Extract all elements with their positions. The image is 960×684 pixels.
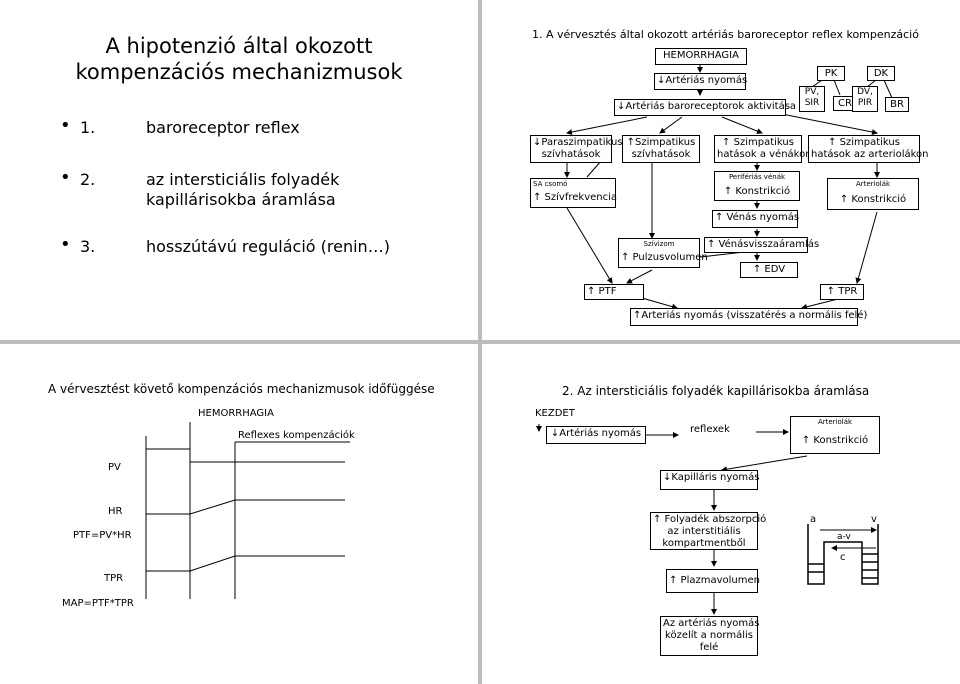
capillary-av-label: a-v — [837, 532, 851, 542]
vissza-line2: közelít a normális — [665, 630, 753, 641]
sa-node-box: SA csomó ↑ Szívfrekvencia — [530, 178, 618, 208]
pv-axis-label: PV — [108, 462, 121, 473]
hemorrhagia-label: HEMORRHAGIA — [198, 408, 274, 419]
slide-4-title: 2. Az intersticiális folyadék kapilláris… — [562, 384, 870, 398]
slide-3-time-course: A vérvesztést követő kompenzációs mechan… — [0, 344, 478, 684]
tpr-axis-label: TPR — [104, 573, 124, 584]
arterioles-box: Arteriolák ↑ Konstrikció — [827, 178, 919, 210]
item-2-text-line2: kapillárisokba áramlása — [146, 190, 336, 209]
szimp-art-line1: ↑ Szimpatikus — [828, 137, 900, 148]
konstrikcio-art-label: ↑ Konstrikció — [839, 194, 907, 205]
fluid-absorption-box: ↑ Folyadék abszorpció az interstitiális … — [650, 512, 767, 550]
item-2-text-line1: az intersticiális folyadék — [146, 170, 340, 189]
periferias-venak-label: Perifériás vénák — [728, 173, 786, 181]
slide-1-title-line1: A hipotenzió által okozott — [105, 34, 373, 58]
bullet-3: • — [60, 234, 71, 255]
map-formula-label: MAP=PTF*TPR — [62, 598, 134, 609]
szimp-art-line2: hatások az arteriolákon — [811, 149, 929, 160]
bullet-1: • — [60, 115, 71, 136]
capillary-pressure-box: ↓Kapilláris nyomás — [660, 470, 759, 490]
arterial-return-box: ↑Arteriás nyomás (visszatérés a normális… — [630, 308, 867, 326]
plasma-volume-box: ↑ Plazmavolumen — [666, 569, 760, 593]
vissza-line1: Az artériás nyomás — [663, 618, 760, 629]
ptf-formula-label: PTF=PV*HR — [73, 530, 132, 541]
szivfrekvencia-label: ↑ Szívfrekvencia — [533, 192, 618, 203]
konstrikcio-ven-label: ↑ Konstrikció — [723, 186, 791, 197]
para-line1: ↓Paraszimpatikus — [533, 137, 623, 148]
arterial-return-box-2: Az artériás nyomás közelít a normális fe… — [660, 616, 760, 656]
pv-trace — [146, 448, 345, 463]
arteriolak-label-2: Arteriolák — [817, 418, 853, 426]
szimp-sziv-line1: ↑Szimpatikus — [626, 137, 696, 148]
szimp-ven-line2: hatások a vénákon — [717, 149, 812, 160]
legend-dv-pir: DV, PIR — [852, 86, 878, 112]
capillary-diagram — [807, 524, 879, 585]
konstrikcio-label-2: ↑ Konstrikció — [801, 435, 869, 446]
item-3-text: hosszútávú reguláció (renin…) — [146, 237, 390, 256]
legend-pv-sir: PV, SIR — [799, 86, 825, 112]
peripheral-veins-box: Perifériás vénák ↑ Konstrikció — [714, 171, 800, 201]
ptf-box: ↑ PTF — [584, 284, 644, 300]
arterial-pressure-box: ↓Artériás nyomás — [546, 426, 646, 444]
parasympathetic-box: ↓Paraszimpatikus szívhatások — [530, 135, 623, 163]
folyadek-line2: az interstitiális — [667, 526, 741, 537]
reflexes-label: Reflexes kompenzációk — [238, 430, 355, 441]
legend-dv: DV, — [857, 87, 873, 97]
slide-3-title: A vérvesztést követő kompenzációs mechan… — [48, 382, 435, 396]
arteriole-constriction-box: Arteriolák ↑ Konstrikció — [790, 416, 880, 454]
item-2-number: 2. — [80, 170, 96, 189]
legend-pir: PIR — [857, 98, 873, 108]
capillary-v-label: v — [871, 514, 877, 525]
baroreceptor-box: ↓Artériás baroreceptorok aktivitása — [614, 99, 796, 116]
sympathetic-veins-box: ↑ Szimpatikus hatások a vénákon — [714, 135, 812, 163]
item-3-number: 3. — [80, 237, 96, 256]
legend-sir: SIR — [804, 98, 820, 108]
folyadek-line3: kompartmentből — [662, 538, 746, 549]
hr-axis-label: HR — [108, 506, 123, 517]
tpr-trace — [146, 555, 345, 572]
slide-1-hypotension-overview: A hipotenzió által okozott kompenzációs … — [0, 0, 478, 340]
folyadek-line1: ↑ Folyadék abszorpció — [653, 514, 767, 525]
szimp-ven-line1: ↑ Szimpatikus — [722, 137, 794, 148]
slide-2-baroreceptor-reflex: 1. A vérvesztés által okozott artériás b… — [482, 0, 960, 340]
item-1-number: 1. — [80, 118, 96, 137]
item-1-text: baroreceptor reflex — [146, 118, 300, 137]
vissza-line3: felé — [699, 642, 719, 653]
capillary-c-label: c — [840, 552, 846, 563]
capillary-a-label: a — [810, 514, 817, 525]
time-course-graph — [145, 422, 350, 599]
hemorrhagia-box: HEMORRHAGIA — [655, 48, 747, 65]
legend-pv: PV, — [804, 87, 820, 97]
pulzusvolumen-label: ↑ Pulzusvolumen — [621, 252, 708, 263]
slide-1-title-line2: kompenzációs mechanizmusok — [75, 60, 403, 84]
szimp-sziv-line2: szívhatások — [631, 149, 691, 160]
szivizom-label: Szívizom — [643, 240, 675, 248]
slide-4-interstitial-fluid: 2. Az intersticiális folyadék kapilláris… — [482, 344, 960, 684]
legend-br: BR — [885, 97, 909, 112]
kezdet-label: KEZDET — [535, 408, 575, 419]
sympathetic-arterioles-box: ↑ Szimpatikus hatások az arteriolákon — [808, 135, 929, 163]
sympathetic-heart-box: ↑Szimpatikus szívhatások — [622, 135, 700, 163]
sa-csomo-label: SA csomó — [533, 180, 568, 188]
tpr-box: ↑ TPR — [820, 284, 864, 300]
venous-pressure-box: ↑ Vénás nyomás — [712, 210, 799, 228]
slide-2-title: 1. A vérvesztés által okozott artériás b… — [532, 28, 919, 41]
arterias-nyomas-box: ↓Artériás nyomás — [654, 73, 747, 90]
myocardium-box: Szívizom ↑ Pulzusvolumen — [618, 238, 708, 268]
venous-return-box: ↑ Vénásvisszaáramlás — [704, 237, 819, 253]
flow-arrows-2 — [536, 424, 879, 615]
flow-arrows — [564, 65, 893, 310]
edv-box: ↑ EDV — [740, 262, 798, 278]
legend-dk: DK — [867, 66, 895, 81]
reflexek-label: reflexek — [690, 424, 730, 435]
bullet-2: • — [60, 167, 71, 188]
para-line2: szívhatások — [541, 149, 601, 160]
hr-trace — [146, 499, 345, 515]
arteriolak-label: Arteriolák — [855, 180, 891, 188]
legend-pk: PK — [817, 66, 845, 81]
